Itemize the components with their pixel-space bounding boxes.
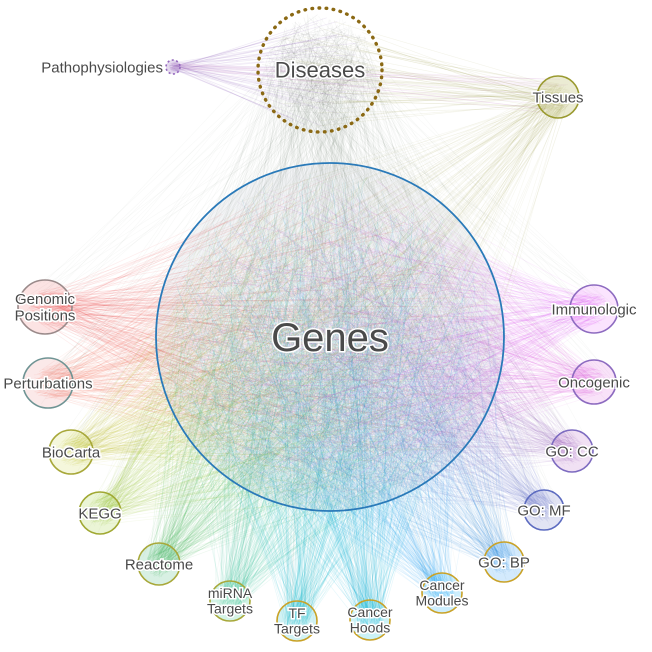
node-cancer_hoods[interactable] bbox=[349, 599, 391, 641]
label-layer: Genes Diseases PathophysiologiesTissuesGen… bbox=[2, 56, 639, 638]
edge-bundle-diseases-immunologic bbox=[296, 16, 615, 328]
edge-bundle-go_bp-genes bbox=[167, 182, 518, 575]
edge-bundle-perturbations-genes bbox=[32, 182, 492, 498]
node-label-kegg: KEGG bbox=[78, 505, 121, 522]
edge-bundle-diseases-go_cc bbox=[277, 29, 587, 468]
edge-bundle-mirna_targets-genes bbox=[170, 173, 487, 614]
node-oncogenic[interactable] bbox=[571, 359, 617, 405]
node-tissues[interactable] bbox=[536, 75, 580, 119]
edge-bundle-diseases-perturbations bbox=[36, 24, 357, 405]
edge-bundle-diseases-tf_targets bbox=[266, 18, 359, 637]
edge-bundle-diseases-reactome bbox=[142, 39, 375, 572]
node-label-go_bp: GO: BP bbox=[478, 554, 530, 571]
edge-bundle-cancer_hoods-genes bbox=[174, 178, 486, 633]
edge-bundle-reactome-genes bbox=[145, 178, 482, 578]
edge-bundle-kegg-genes bbox=[86, 172, 486, 527]
edge-bundle-cancer_modules-genes bbox=[168, 182, 494, 606]
node-mirna_targets[interactable] bbox=[209, 580, 251, 622]
edge-bundle-diseases-cancer_hoods bbox=[269, 40, 382, 636]
edge-bundle-diseases-genes bbox=[169, 16, 492, 501]
node-genomic_positions[interactable] bbox=[17, 279, 73, 335]
node-label-oncogenic: Oncogenic bbox=[558, 374, 630, 391]
node-label-diseases: Diseases bbox=[275, 58, 365, 83]
edge-bundle-diseases-diseases bbox=[262, 14, 375, 129]
edge-bundle-diseases-mirna_targets bbox=[211, 15, 351, 615]
edge-layer bbox=[26, 14, 615, 637]
node-label-go_mf: GO: MF bbox=[517, 502, 570, 519]
edge-bundle-genomic_positions-genes bbox=[28, 172, 493, 493]
node-label-perturbations: Perturbations bbox=[3, 375, 92, 392]
edge-bundle-diseases-go_mf bbox=[271, 22, 560, 528]
node-go_mf[interactable] bbox=[523, 489, 565, 531]
node-immunologic[interactable] bbox=[569, 284, 619, 334]
node-label-pathophysiologies: Pathophysiologies bbox=[41, 59, 163, 76]
edge-bundle-tf_targets-genes bbox=[169, 177, 494, 634]
edge-bundle-diseases-oncogenic bbox=[281, 17, 615, 400]
edge-bundle-biocarta-genes bbox=[57, 182, 493, 494]
node-perturbations[interactable] bbox=[22, 357, 74, 409]
edge-bundle-tissues-diseases bbox=[272, 21, 571, 127]
node-layer bbox=[17, 6, 619, 642]
edge-bundle-go_mf-genes bbox=[167, 185, 557, 523]
edge-bundle-immunologic-genes bbox=[174, 177, 610, 499]
node-diseases[interactable] bbox=[256, 6, 384, 134]
node-label-biocarta: BioCarta bbox=[42, 444, 101, 461]
node-go_cc[interactable] bbox=[550, 429, 594, 473]
node-kegg[interactable] bbox=[78, 491, 122, 535]
node-reactome[interactable] bbox=[137, 542, 181, 586]
node-biocarta[interactable] bbox=[48, 429, 94, 475]
edge-bundle-diseases-biocarta bbox=[64, 27, 360, 471]
node-go_bp[interactable] bbox=[483, 541, 525, 583]
edge-bundle-oncogenic-genes bbox=[165, 179, 608, 502]
edge-bundle-pathophysiologies-tissues bbox=[169, 62, 569, 114]
node-cancer_modules[interactable] bbox=[421, 572, 463, 614]
node-label-immunologic: Immunologic bbox=[551, 301, 637, 318]
node-tf_targets[interactable] bbox=[276, 600, 318, 642]
edge-bundle-diseases-go_bp bbox=[277, 20, 520, 580]
edge-bundle-pathophysiologies-diseases bbox=[168, 17, 378, 127]
node-label-genes: Genes bbox=[271, 316, 389, 360]
node-label-tissues: Tissues bbox=[532, 89, 583, 106]
node-label-go_cc: GO: CC bbox=[545, 443, 599, 460]
node-genes[interactable] bbox=[155, 162, 505, 512]
node-pathophysiologies[interactable] bbox=[165, 59, 181, 75]
node-label-reactome: Reactome bbox=[125, 556, 193, 573]
edge-bundle-go_cc-genes bbox=[166, 175, 586, 497]
